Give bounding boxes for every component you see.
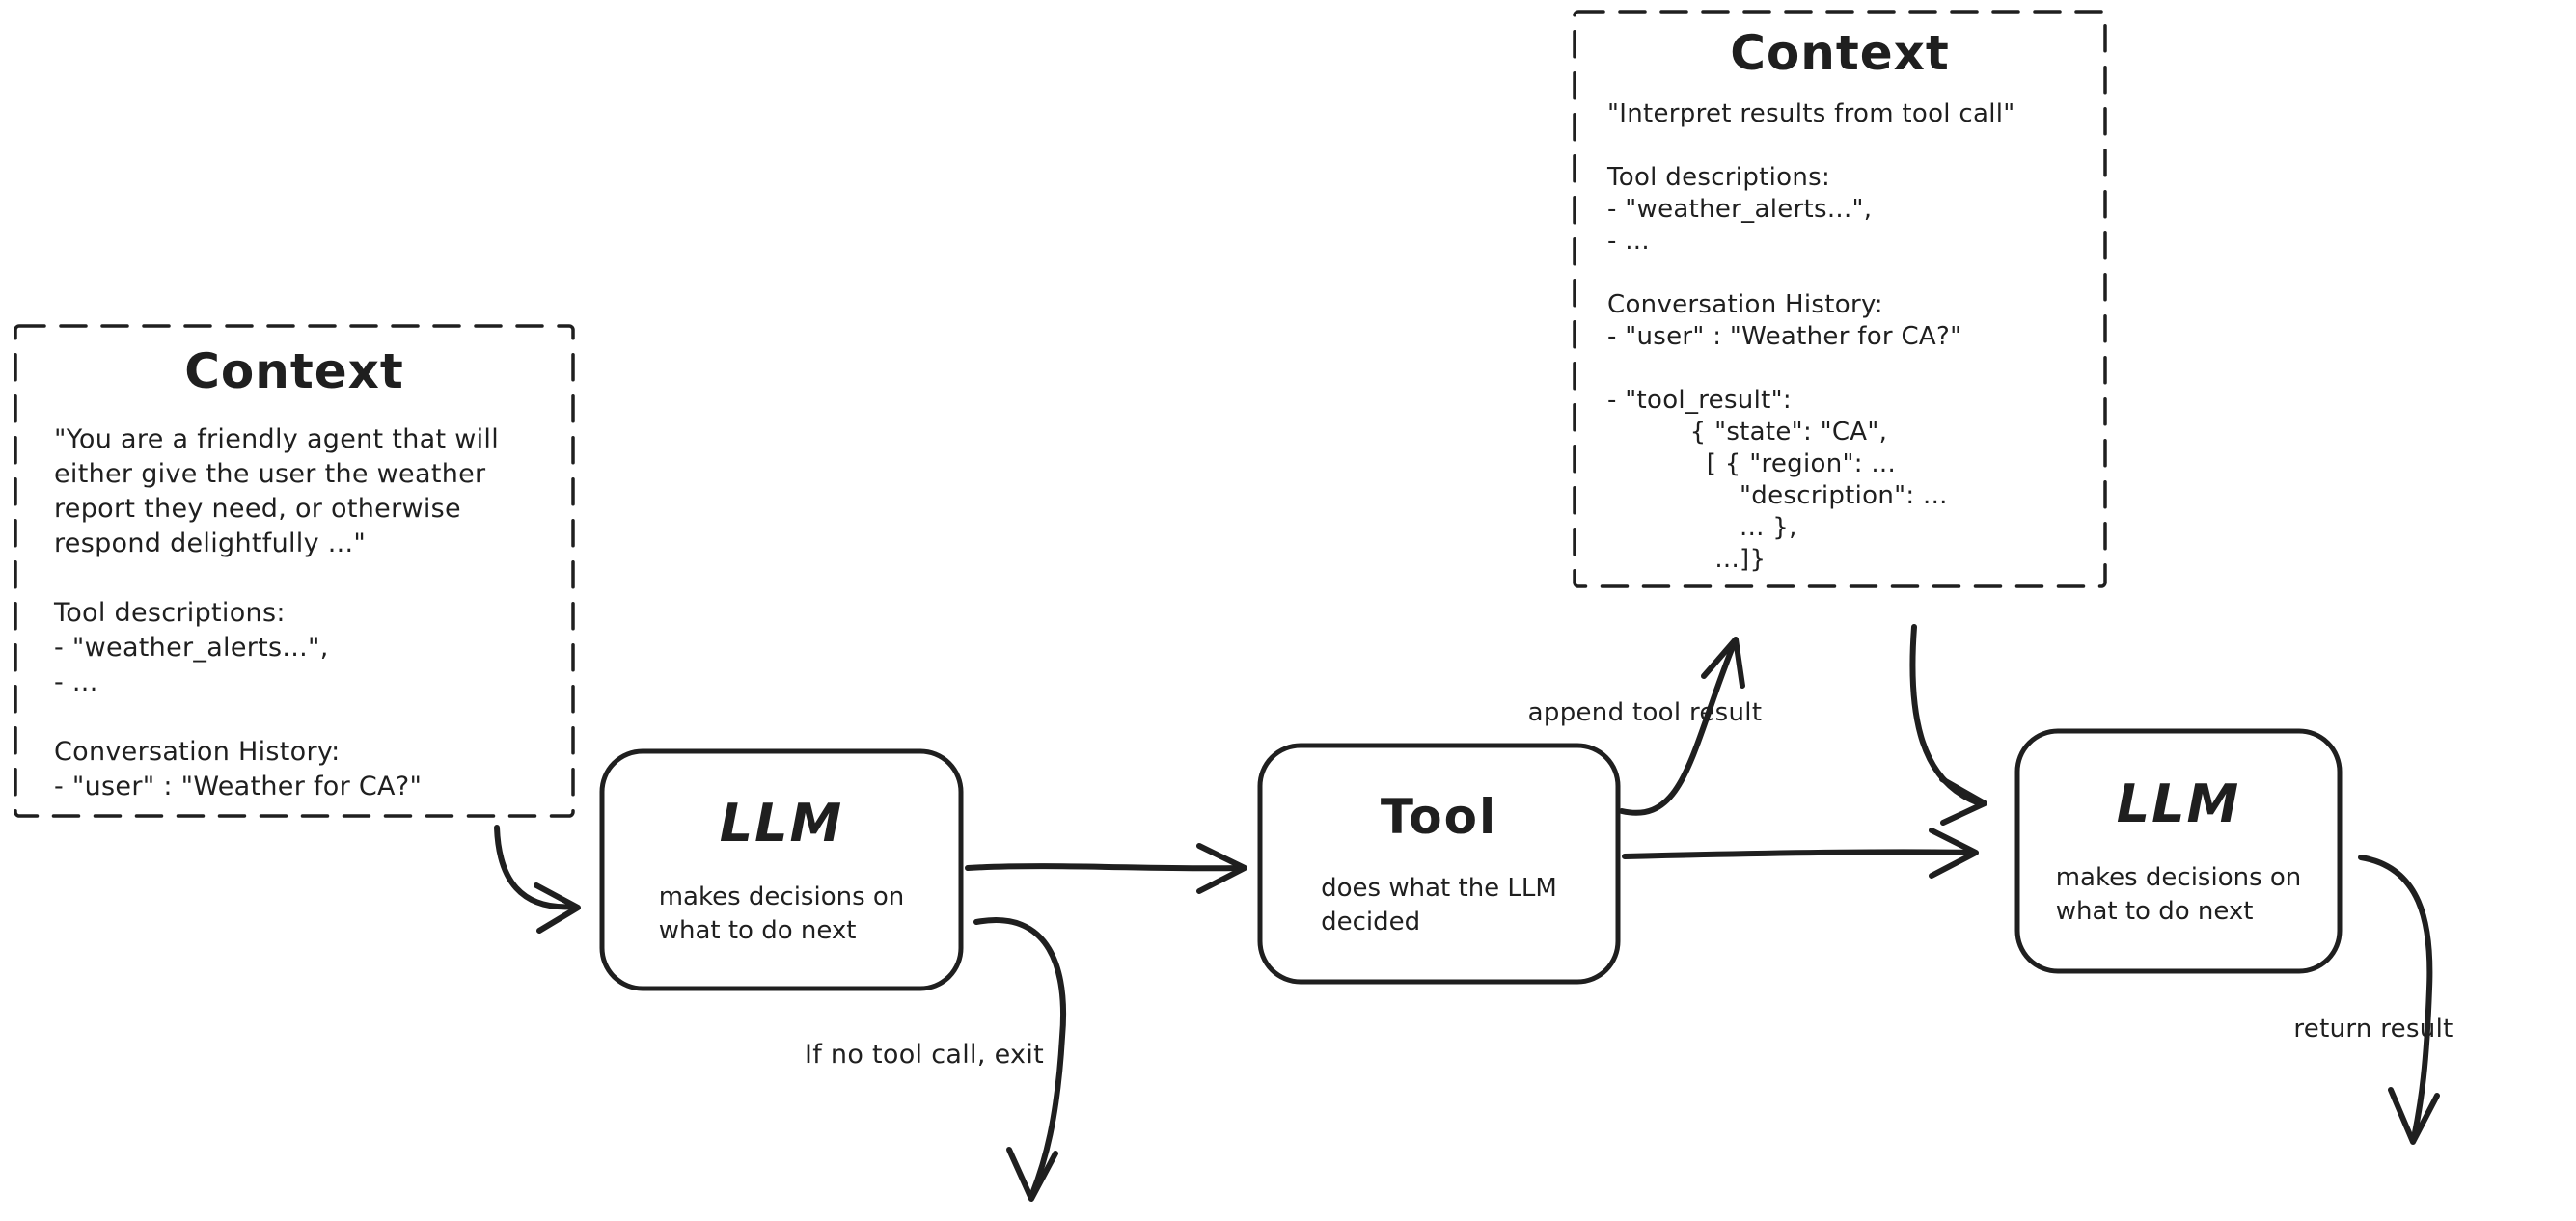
arrow-llm1-exit <box>973 917 1066 1202</box>
llm-2-title: LLM <box>2116 773 2241 834</box>
llm-2-subtitle: makes decisions on what to do next <box>2055 863 2302 926</box>
tool-box <box>1257 743 1621 985</box>
tool-title: Tool <box>1380 788 1498 845</box>
llm-1-box <box>599 748 964 991</box>
arrow-context-top-to-llm2 <box>1909 624 1987 826</box>
label-return-result: return result <box>2293 1015 2453 1044</box>
arrow-context-left-to-llm1 <box>494 825 581 934</box>
tool-subtitle: does what the LLM decided <box>1321 873 1557 936</box>
context-top-title: Context <box>1730 25 1950 81</box>
context-left-body: "You are a friendly agent that will eith… <box>54 424 500 801</box>
context-top-border <box>1573 10 2107 588</box>
context-left-box: Context "You are a friendly agent that w… <box>15 326 573 816</box>
context-top-body: "Interpret results from tool call" Tool … <box>1607 99 2015 574</box>
label-no-tool-call-exit: If no tool call, exit <box>804 1040 1045 1070</box>
arrow-llm2-return <box>2358 855 2440 1145</box>
llm-1-node: LLM makes decisions on what to do next <box>602 751 961 989</box>
arrow-tool-to-llm2 <box>1622 828 1979 879</box>
arrow-tool-to-context-top <box>1619 637 1745 816</box>
context-left-border <box>14 324 575 818</box>
context-left-title: Context <box>184 343 404 399</box>
tool-node: Tool does what the LLM decided <box>1260 746 1618 982</box>
llm-1-title: LLM <box>719 792 844 854</box>
llm-2-box <box>2014 728 2343 974</box>
arrow-llm1-to-tool <box>965 843 1247 894</box>
llm-1-subtitle: makes decisions on what to do next <box>658 882 905 945</box>
context-top-box: Context "Interpret results from tool cal… <box>1575 12 2105 586</box>
llm-2-node: LLM makes decisions on what to do next <box>2017 731 2340 971</box>
label-append-tool-result: append tool result <box>1527 698 1763 727</box>
